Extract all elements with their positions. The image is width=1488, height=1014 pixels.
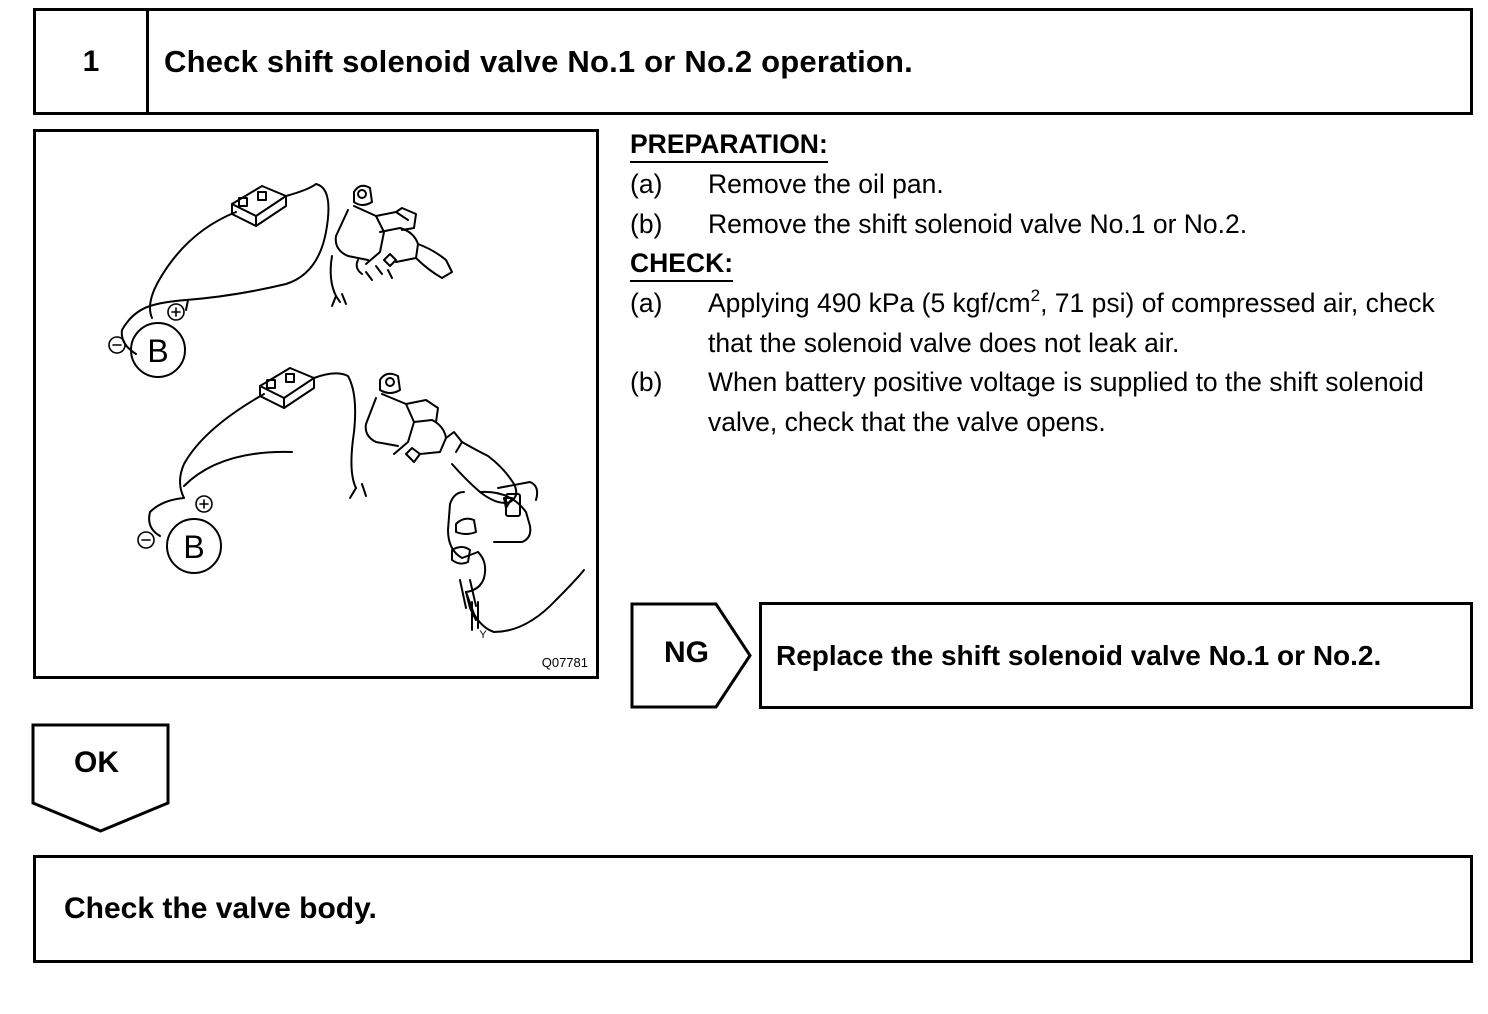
step-letter: (b)	[630, 208, 663, 239]
step-text: Remove the oil pan.	[708, 169, 944, 199]
bottom-battery-label: B	[183, 529, 204, 565]
bottom-wires	[148, 393, 367, 537]
next-step-text: Check the valve body.	[64, 892, 377, 925]
top-battery-icon: B	[108, 303, 186, 378]
step-header: 1 Check shift solenoid valve No.1 or No.…	[33, 8, 1473, 115]
bottom-solenoid-icon	[364, 372, 518, 504]
figure-code: Q07781	[541, 655, 588, 670]
wire-tag: Y	[479, 629, 487, 641]
ng-label: NG	[664, 636, 709, 669]
superscript: 2	[1030, 286, 1041, 305]
ok-label: OK	[74, 746, 119, 779]
bottom-connector-icon	[259, 367, 357, 489]
step-letter: (b)	[630, 367, 663, 397]
preparation-step: (b) Remove the shift solenoid valve No.1…	[630, 205, 1480, 245]
ng-arrow-shape	[630, 602, 752, 709]
ng-result-box: Replace the shift solenoid valve No.1 or…	[759, 602, 1473, 709]
top-battery-label: B	[147, 333, 168, 369]
bottom-battery-icon: B	[137, 495, 222, 574]
next-step-box: Check the valve body.	[33, 855, 1473, 963]
check-step: (b) When battery positive voltage is sup…	[630, 363, 1480, 442]
air-gun-icon	[447, 481, 585, 633]
solenoid-illustration: B	[33, 129, 599, 679]
step-letter: (a)	[630, 169, 663, 199]
ok-arrow-shape	[31, 723, 170, 833]
step-letter: (a)	[630, 288, 663, 318]
step-title: Check shift solenoid valve No.1 or No.2 …	[164, 43, 913, 79]
solenoid-test-drawing: B	[108, 183, 585, 641]
ng-result-text: Replace the shift solenoid valve No.1 or…	[776, 639, 1382, 671]
top-solenoid-icon	[329, 184, 453, 307]
step-text: Applying 490 kPa (5 kgf/cm2, 71 psi) of …	[708, 284, 1480, 363]
step-number: 1	[36, 11, 149, 112]
preparation-heading: PREPARATION:	[630, 127, 828, 163]
check-step: (a) Applying 490 kPa (5 kgf/cm2, 71 psi)…	[630, 284, 1480, 363]
instructions: PREPARATION: (a) Remove the oil pan. (b)…	[630, 125, 1480, 442]
top-wires	[120, 183, 330, 355]
pressure-text: Applying 490 kPa (5 kgf/cm	[708, 288, 1031, 318]
preparation-step: (a) Remove the oil pan.	[630, 165, 1480, 205]
check-heading: CHECK:	[630, 246, 734, 282]
pressure-text-rest: , 71 psi) of compressed air, check that …	[708, 288, 1435, 358]
step-text: When battery positive voltage is supplie…	[708, 367, 1424, 437]
top-connector-icon	[231, 183, 317, 227]
ok-tag: OK	[31, 723, 170, 833]
ng-tag: NG	[630, 602, 754, 709]
step-text: Remove the shift solenoid valve No.1 or …	[708, 208, 1248, 239]
